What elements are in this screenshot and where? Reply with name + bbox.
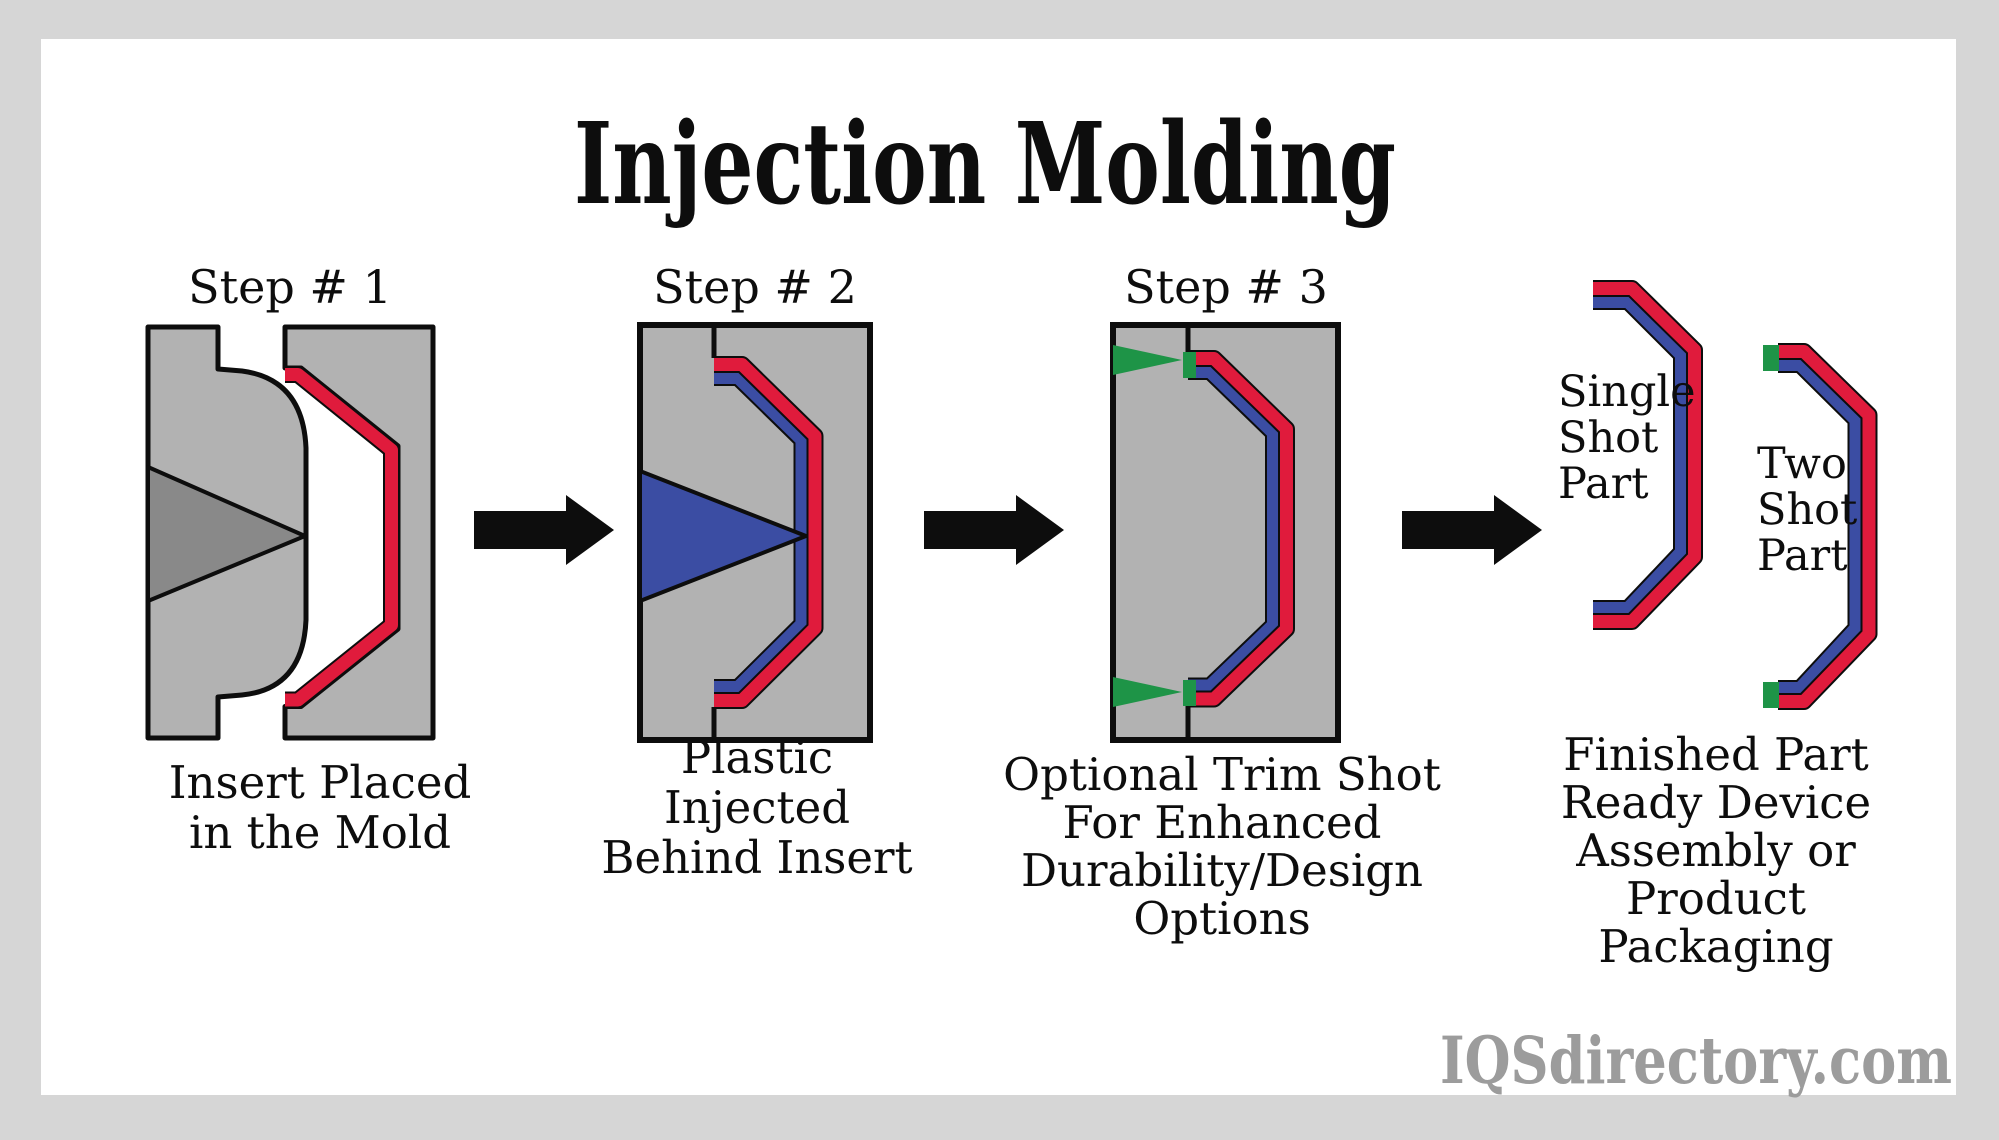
finished-parts-diagram: Single Shot Part Two Shot Part [1558,280,1878,710]
step2-insert-strip [714,358,822,707]
plastic-injection-gate-icon [638,469,808,603]
caption-line: Product [1626,872,1806,925]
two-shot-part-label: Shot [1757,485,1857,535]
step3-plastic-layer [1188,365,1280,693]
step-2-label: Step # 2 [653,260,857,314]
flow-arrow-icon [1402,495,1542,565]
caption-line: Finished Part [1563,728,1869,781]
caption-line: Plastic [681,731,833,784]
flow-arrow-icon [474,495,614,565]
step2-plastic-layer [714,371,809,694]
two-shot-trim-cap-top [1763,345,1779,371]
step-2-caption: Plastic Injected Behind Insert [601,731,912,884]
two-shot-part-label: Two [1757,439,1847,489]
single-shot-part-label: Part [1558,459,1648,509]
single-shot-part-red-layer [1593,282,1701,628]
caption-line: Optional Trim Shot [1003,748,1441,801]
flow-arrow-icon [924,495,1064,565]
step-1-caption: Insert Placed in the Mold [169,756,472,859]
two-shot-trim-cap-bottom [1763,682,1779,708]
step1-insert-strip [285,368,398,707]
trim-shot-gate-top [1183,352,1196,378]
finished-parts-caption: Finished Part Ready Device Assembly or P… [1561,728,1871,973]
step3-insert-strip [1188,352,1293,706]
single-shot-part-label: Single [1558,367,1696,417]
caption-line: Assembly or [1575,824,1856,877]
caption-line: For Enhanced [1063,796,1382,849]
caption-line: Options [1133,892,1310,945]
caption-line: Packaging [1598,920,1833,973]
caption-line: Behind Insert [601,831,912,884]
page-title: Injection Molding [574,99,1396,230]
two-shot-part-red-layer [1778,345,1876,708]
step-3-caption: Optional Trim Shot For Enhanced Durabili… [1003,748,1441,945]
step-1-label: Step # 1 [188,260,392,314]
canvas-card [41,39,1956,1095]
watermark-logo: IQSdirectory.com [1440,1023,1952,1099]
step-1-diagram: Step # 1 [145,260,436,741]
trim-gate-nozzle-icon [1113,345,1182,375]
caption-line: Ready Device [1561,776,1871,829]
step-2-diagram: Step # 2 [637,260,873,743]
two-shot-part-blue-layer [1778,358,1863,695]
single-shot-part-label: Shot [1558,413,1658,463]
step-3-label: Step # 3 [1124,260,1328,314]
trim-shot-gate-bottom [1183,680,1196,706]
step-3-diagram: Step # 3 [1110,260,1341,743]
caption-line: Insert Placed [169,756,472,809]
single-shot-part-blue-layer [1593,295,1688,615]
two-shot-part-label: Part [1757,531,1847,581]
trim-gate-nozzle-icon [1113,677,1182,707]
caption-line: in the Mold [189,806,451,859]
mold-core-gate-icon [146,465,307,603]
caption-line: Durability/Design [1021,844,1423,897]
caption-line: Injected [664,781,850,834]
